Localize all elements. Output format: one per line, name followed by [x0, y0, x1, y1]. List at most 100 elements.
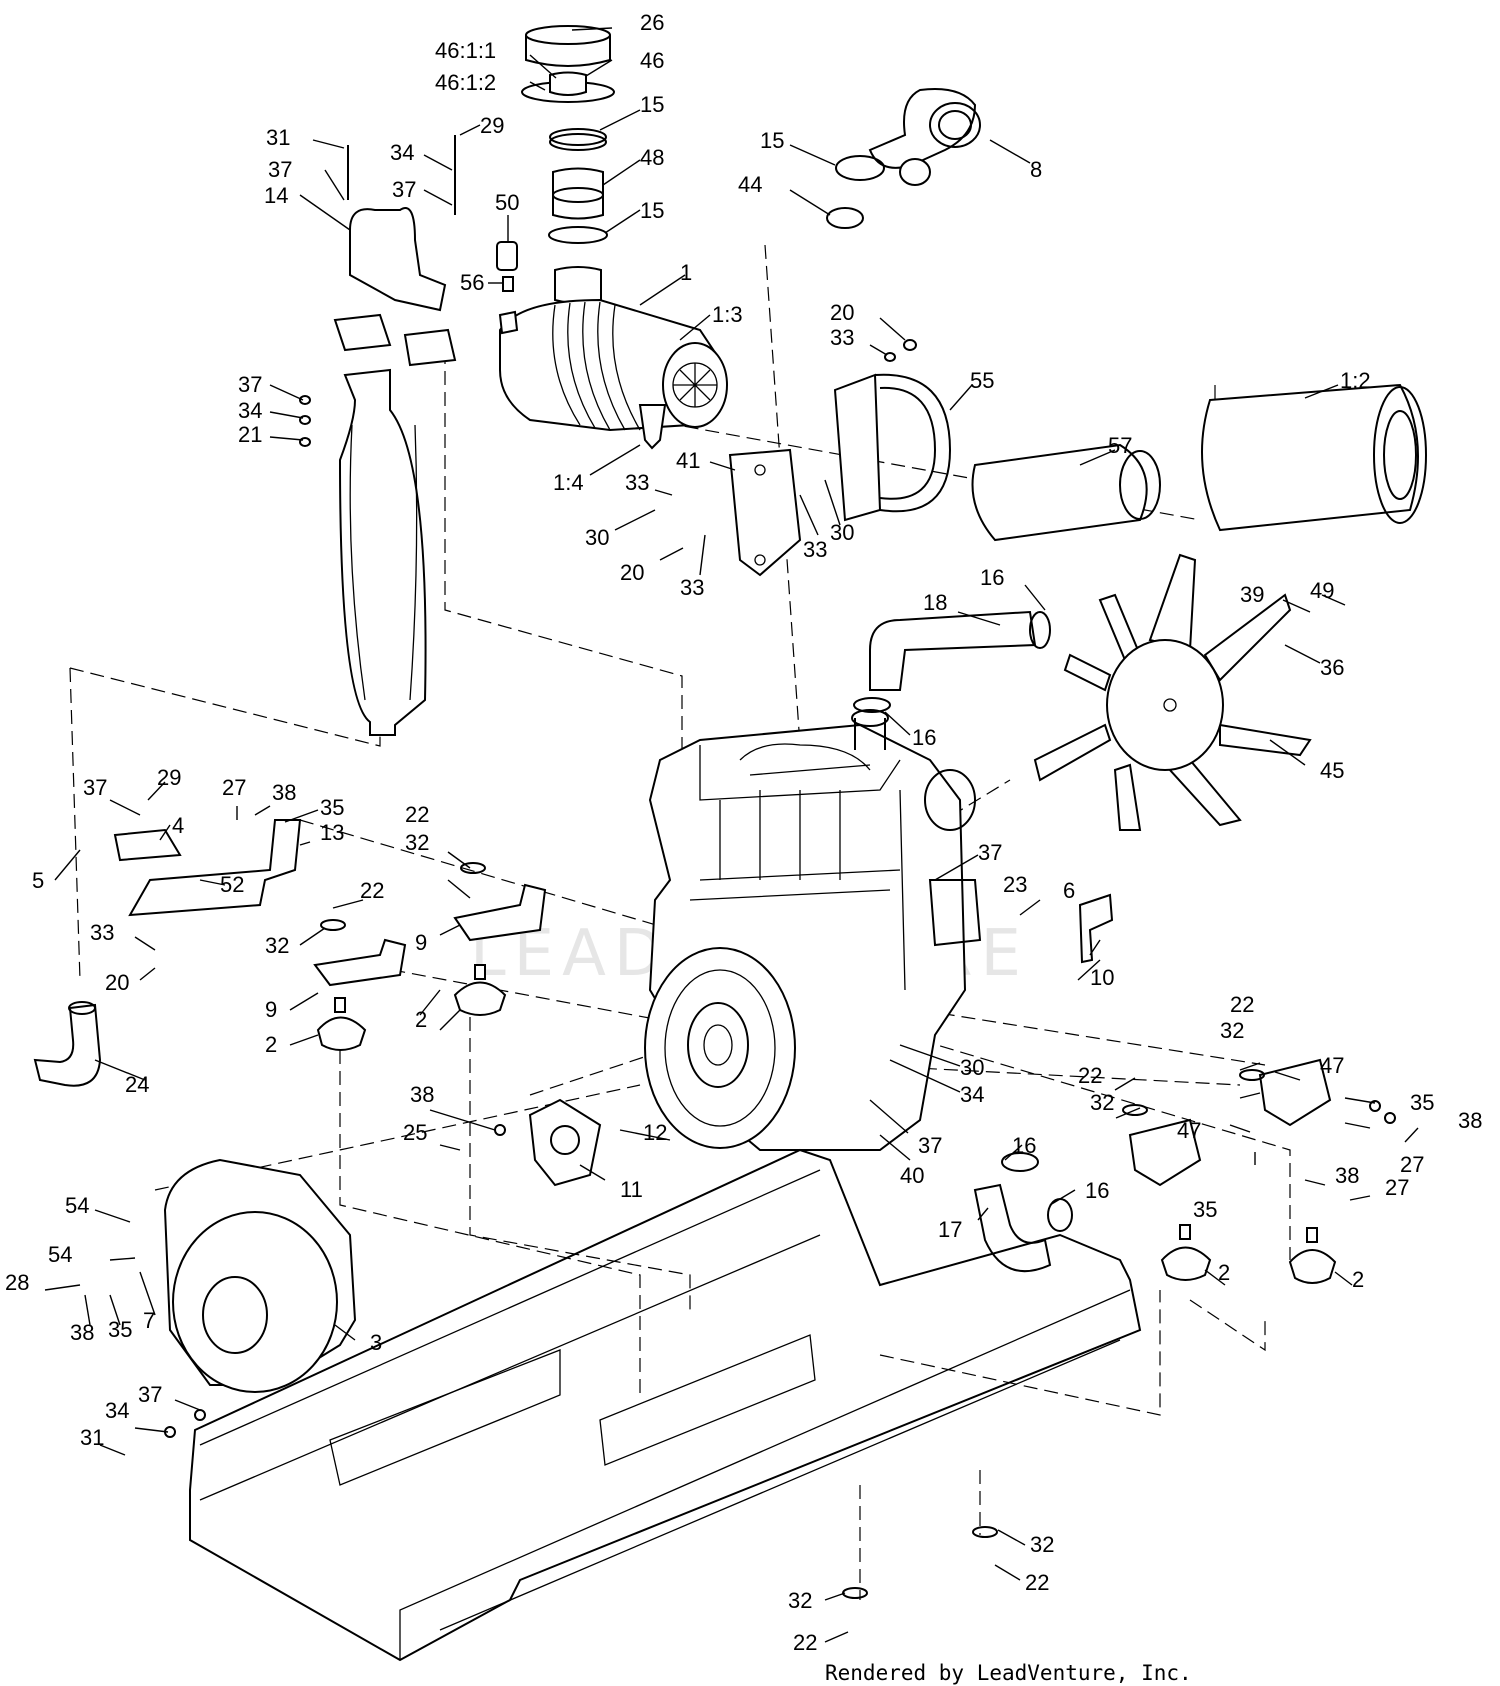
bell-housing	[163, 1158, 357, 1393]
callout-label: 37	[268, 157, 292, 182]
callout-label: 28	[5, 1270, 29, 1295]
lower-hoses	[33, 1001, 1073, 1273]
callout-label: 44	[738, 172, 762, 197]
callout-label: 35	[1410, 1090, 1434, 1115]
callout-label: 21	[238, 422, 262, 447]
callout-label: 33	[680, 575, 704, 600]
callout-label: 35	[1193, 1197, 1217, 1222]
callout-label: 22	[405, 802, 429, 827]
callout-label: 37	[978, 840, 1002, 865]
callout-label: 13	[320, 820, 344, 845]
callout-label: 30	[960, 1055, 984, 1080]
callout-label: 16	[1012, 1133, 1036, 1158]
mount-brackets	[113, 819, 1332, 1187]
callout-label: 15	[760, 128, 784, 153]
hardware-fasteners	[164, 339, 1396, 1599]
callout-label: 15	[640, 198, 664, 223]
callout-label: 16	[1085, 1178, 1109, 1203]
callout-label: 37	[138, 1382, 162, 1407]
air-cleaner-assembly	[496, 25, 728, 450]
callout-label: 22	[1078, 1063, 1102, 1088]
credit-text: Rendered by LeadVenture, Inc.	[825, 1661, 1192, 1685]
callout-label: 1:2	[1340, 368, 1371, 393]
callout-label: 35	[108, 1317, 132, 1342]
callout-label: 37	[238, 372, 262, 397]
callout-label: 24	[125, 1072, 149, 1097]
bracket	[728, 448, 802, 577]
callout-label: 9	[265, 997, 277, 1022]
callout-label: 38	[272, 780, 296, 805]
callout-label: 1:4	[553, 470, 584, 495]
callout-label: 30	[830, 520, 854, 545]
engine-mounts	[316, 964, 1337, 1284]
callout-label: 9	[415, 930, 427, 955]
callout-label: 25	[403, 1120, 427, 1145]
callout-label: 10	[1090, 965, 1114, 990]
intake-hose	[826, 88, 981, 229]
callout-label: 32	[788, 1588, 812, 1613]
callout-label: 31	[266, 125, 290, 150]
callout-label: 50	[495, 190, 519, 215]
callout-label: 27	[1385, 1175, 1409, 1200]
callout-label: 39	[1240, 582, 1264, 607]
callout-label: 32	[1030, 1532, 1054, 1557]
callout-label: 48	[640, 145, 664, 170]
callout-label: 20	[830, 300, 854, 325]
mounting-band	[833, 373, 952, 522]
callout-label: 14	[264, 183, 288, 208]
callout-label: 2	[1352, 1267, 1364, 1292]
callout-label: 38	[410, 1082, 434, 1107]
callout-label: 30	[585, 525, 609, 550]
callout-label: 23	[1003, 872, 1027, 897]
callout-label: 35	[320, 795, 344, 820]
cooling-fan	[1033, 553, 1312, 831]
callout-label: 37	[918, 1133, 942, 1158]
callout-label: 26	[640, 10, 664, 35]
drive-hub	[528, 1098, 602, 1187]
callout-label: 49	[1310, 578, 1334, 603]
callout-label: 22	[1025, 1570, 1049, 1595]
callout-label: 46	[640, 48, 664, 73]
callout-label: 29	[157, 765, 181, 790]
callout-label: 11	[620, 1177, 643, 1202]
callout-label: 46:1:2	[435, 70, 496, 95]
callout-label: 46:1:1	[435, 38, 496, 63]
callout-label: 37	[392, 177, 416, 202]
callout-label: 38	[1458, 1108, 1482, 1133]
engine-block	[644, 709, 982, 1151]
callout-label: 34	[105, 1398, 129, 1423]
callout-label: 16	[980, 565, 1004, 590]
callout-label: 57	[1108, 433, 1132, 458]
callout-label: 1:3	[712, 302, 743, 327]
callout-label: 38	[1335, 1163, 1359, 1188]
callout-label: 55	[970, 368, 994, 393]
callout-label: 2	[1218, 1260, 1230, 1285]
callout-label: 37	[83, 775, 107, 800]
callout-label: 33	[625, 470, 649, 495]
callout-label: 34	[960, 1082, 984, 1107]
callout-label: 1	[680, 260, 692, 285]
chassis-frame	[189, 1148, 1142, 1662]
callout-label: 6	[1063, 878, 1075, 903]
callout-label: 56	[460, 270, 484, 295]
callout-label: 17	[938, 1217, 962, 1242]
exhaust-assembly	[333, 135, 457, 736]
callout-label: 20	[105, 970, 129, 995]
callout-label: 52	[220, 872, 244, 897]
callout-label: 18	[923, 590, 947, 615]
callout-label: 38	[70, 1320, 94, 1345]
callout-label: 3	[370, 1330, 382, 1355]
callout-label: 47	[1320, 1053, 1344, 1078]
callout-label: 32	[405, 830, 429, 855]
callout-label: 4	[172, 813, 184, 838]
callout-labels: 26 46:1:1 46 46:1:2 15 48 15 1 1:3 50 56…	[5, 10, 1482, 1655]
leader-lines	[44, 27, 1419, 1643]
callout-label: 15	[640, 92, 664, 117]
callout-label: 34	[390, 140, 414, 165]
callout-label: 22	[793, 1630, 817, 1655]
callout-label: 29	[480, 113, 504, 138]
callout-label: 47	[1177, 1118, 1201, 1143]
callout-label: 45	[1320, 758, 1344, 783]
callout-label: 8	[1030, 157, 1042, 182]
